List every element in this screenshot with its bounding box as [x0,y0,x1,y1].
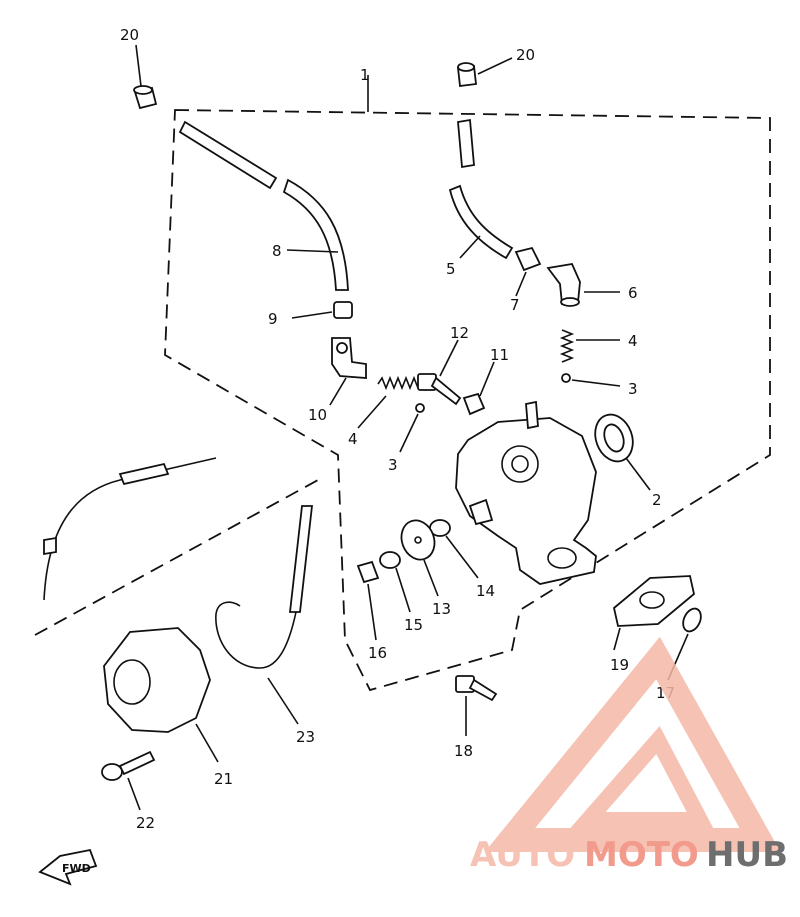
gasket-part-19 [613,575,695,651]
oil-seal-part-2 [594,413,651,491]
callout-11: 11 [490,346,509,364]
callout-20-b: 20 [516,46,535,64]
clamp-part-7 [514,246,542,297]
watermark-logo: AUTO MOTO HUB [470,636,788,875]
cable-group-outline [34,479,319,636]
watermark-hub: HUB [706,835,788,875]
oil-pump-body [455,400,597,585]
screw-part-22 [101,750,156,811]
cable-part-23 [215,505,314,725]
spring-part-4-right [559,329,620,363]
callout-3-b: 3 [388,456,398,474]
watermark-moto: MOTO [584,835,699,875]
cap-part-20-right [457,57,513,88]
callout-6: 6 [628,284,638,302]
clamp-part-9 [291,301,353,319]
callout-18: 18 [454,742,473,760]
watermark-auto: AUTO [470,835,575,875]
elbow-part-6 [546,262,620,307]
callout-12: 12 [450,324,469,342]
washer-part-15 [379,551,411,613]
callout-10: 10 [308,406,327,424]
callout-4-b: 4 [348,430,358,448]
callout-16: 16 [368,644,387,662]
callout-5: 5 [446,260,456,278]
callout-21: 21 [214,770,233,788]
cap-part-20-left [133,44,158,110]
callout-9: 9 [268,310,278,328]
plate-part-13 [400,519,439,597]
callout-1: 1 [360,66,370,84]
callout-8: 8 [272,242,282,260]
callout-4: 4 [628,332,638,350]
callout-20: 20 [120,26,139,44]
spring-part-4-left [357,375,419,429]
callout-22: 22 [136,814,155,832]
nut-part-16 [356,560,380,641]
bolt-part-12 [417,339,462,406]
forward-marker-text: FWD [62,862,91,875]
callout-2: 2 [652,491,662,509]
bolt-part-18 [455,675,498,736]
throttle-cable [43,457,217,601]
hose-part-5 [448,118,514,260]
callout-23: 23 [296,728,315,746]
callout-14: 14 [476,582,495,600]
callout-13: 13 [432,600,451,618]
fitting-part-10 [329,337,367,406]
callout-15: 15 [404,616,423,634]
hose-part-8 [178,120,349,291]
callout-19: 19 [610,656,629,674]
callout-7: 7 [510,296,520,314]
callout-3: 3 [628,380,638,398]
ball-part-3-left [415,403,425,413]
o-ring-part-17 [667,607,702,681]
cover-part-21 [103,627,219,763]
forward-arrow-icon: FWD [38,848,98,886]
ball-part-3-right [561,373,571,383]
nut-part-11 [462,361,495,416]
washer-part-14 [429,519,479,579]
